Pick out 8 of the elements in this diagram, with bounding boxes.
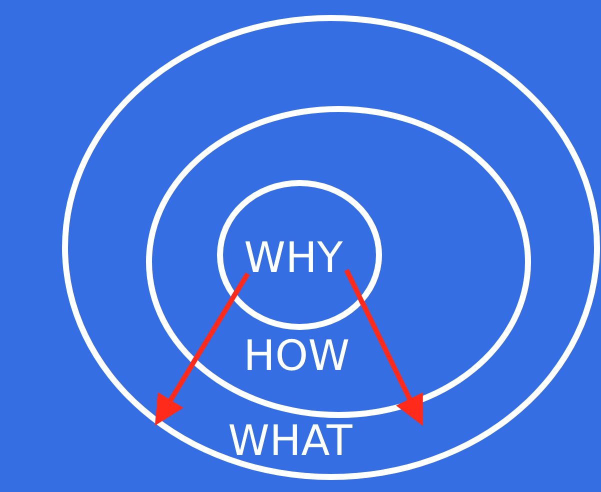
circle	[146, 106, 531, 418]
arrow	[344, 268, 423, 426]
arrow	[154, 272, 250, 426]
circle-label: WHY	[244, 234, 343, 282]
circle	[62, 15, 600, 480]
circle-label: HOW	[244, 332, 350, 380]
circle	[217, 180, 382, 330]
circle-label: WHAT	[228, 417, 352, 465]
